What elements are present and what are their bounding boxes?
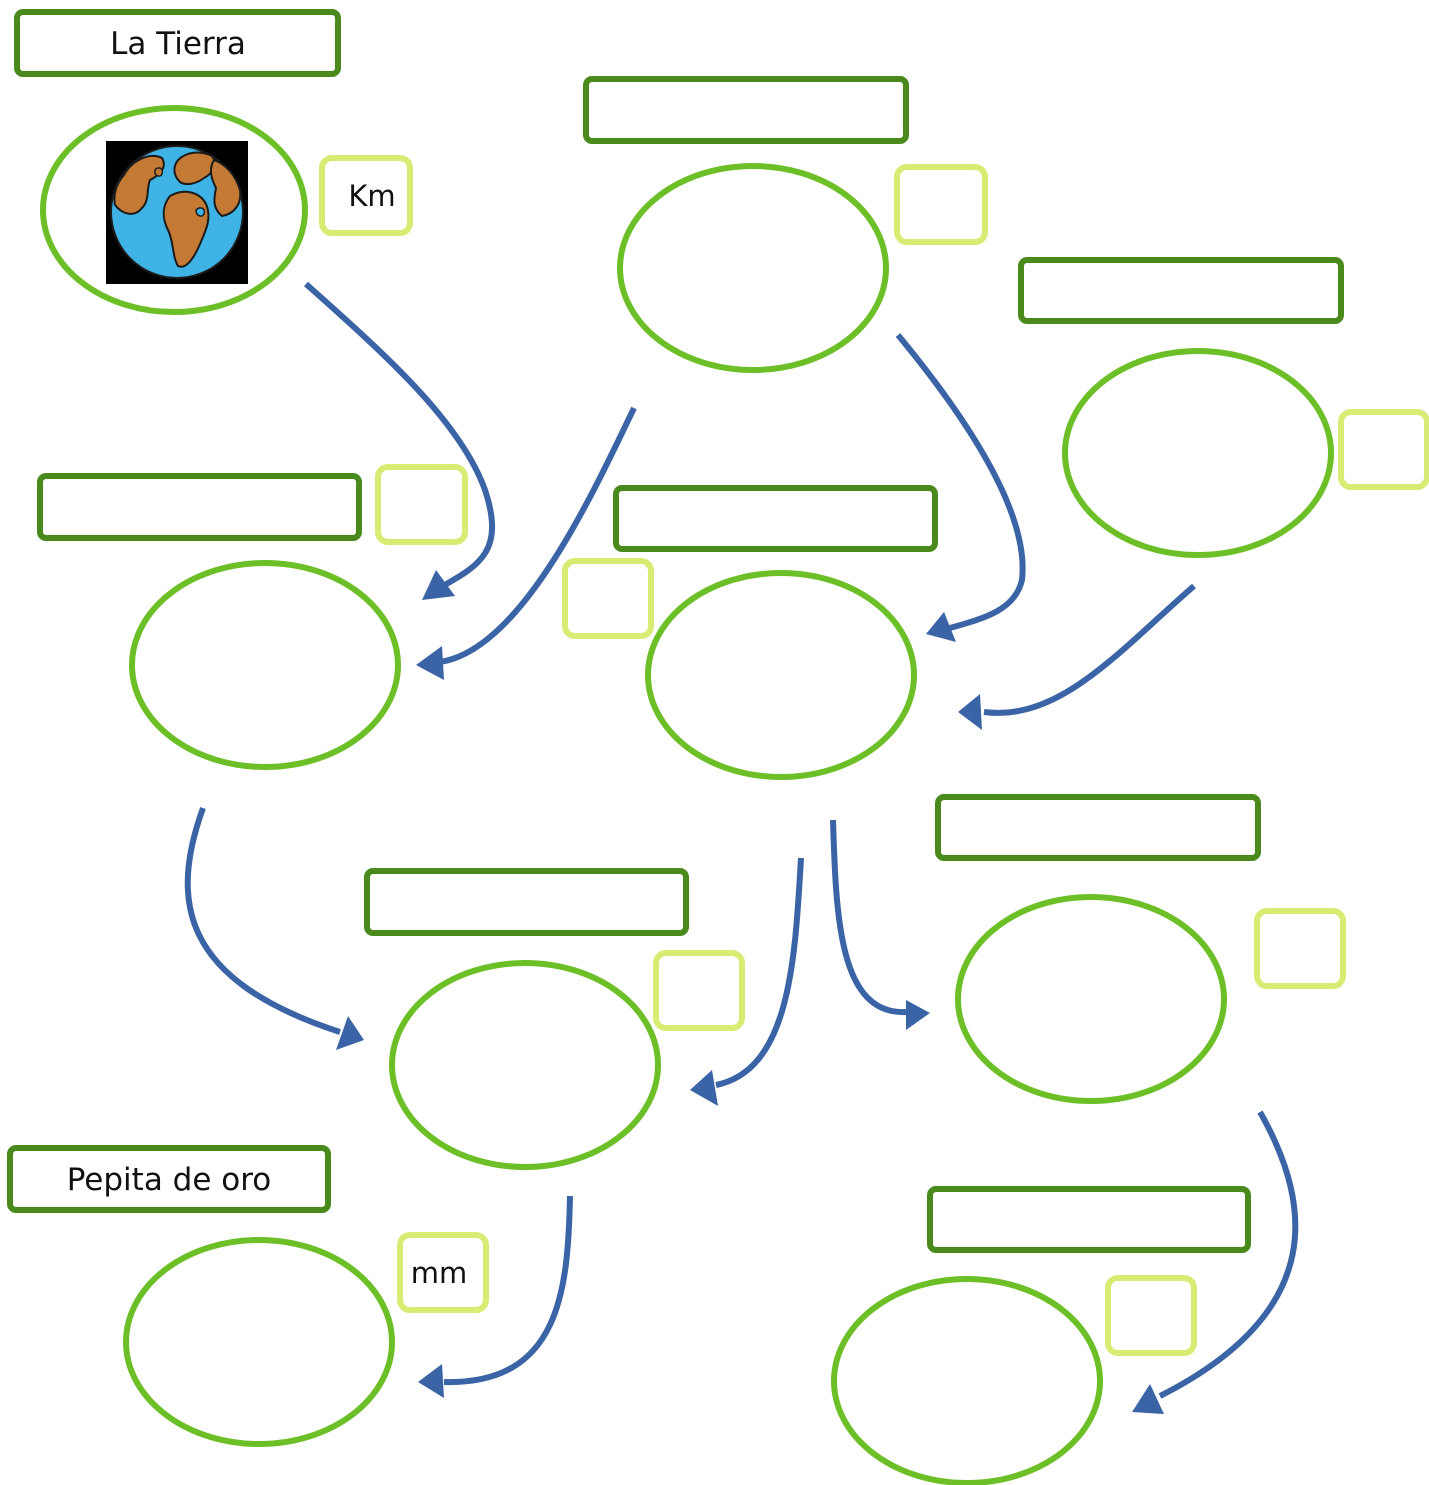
arrow-n1-to-n3 [416,406,637,680]
arrows [184,281,1299,1414]
label-box[interactable] [1018,257,1344,324]
arrow-n4-to-n6 [690,857,804,1106]
node-pepita-de-oro: Pepita de oro mm [7,1145,489,1447]
node-unit: Km [348,179,395,213]
arrow-n2-to-n4 [958,583,1196,730]
arrow-n1-to-n4 [895,333,1026,642]
arrow-tierra-to-n3 [304,281,496,600]
node-7 [831,1186,1251,1485]
node-label: La Tierra [110,26,246,62]
unit-box [397,1232,489,1313]
label-box[interactable] [927,1186,1251,1253]
unit-box[interactable] [653,950,745,1031]
arrow-n3-to-n6 [184,806,364,1050]
label-box[interactable] [583,76,909,144]
unit-box[interactable] [1338,409,1429,490]
node-6 [364,868,745,1170]
unit-box[interactable] [1105,1275,1197,1356]
unit-box [319,155,413,236]
unit-box[interactable] [562,558,654,639]
node-4 [562,485,938,780]
unit-box[interactable] [375,464,468,545]
arrow-n4-to-n5 [830,819,930,1030]
arrow-n5-to-n7 [1132,1110,1299,1414]
label-box[interactable] [613,485,938,552]
node-label: Pepita de oro [67,1162,272,1198]
label-box[interactable] [364,868,689,936]
arrow-n6-to-pepita [418,1195,573,1398]
label-box [7,1145,331,1213]
node-ellipse[interactable] [1062,348,1334,558]
globe-icon [106,141,248,284]
node-ellipse[interactable] [617,163,889,373]
node-ellipse[interactable] [123,1237,395,1447]
node-ellipse[interactable] [831,1276,1103,1485]
node-unit: mm [411,1256,468,1290]
label-box[interactable] [935,794,1261,861]
label-box[interactable] [37,473,362,541]
unit-box[interactable] [1254,908,1346,989]
node-la-tierra: La Tierra Km [14,9,413,315]
node-ellipse[interactable] [389,960,661,1170]
node-ellipse[interactable] [129,560,401,770]
node-2 [1018,257,1429,558]
node-1 [583,76,988,373]
label-box [14,9,341,77]
unit-box[interactable] [894,164,988,245]
node-3 [37,464,468,770]
node-ellipse[interactable] [955,894,1227,1104]
node-ellipse[interactable] [645,570,917,780]
node-5 [935,794,1346,1104]
